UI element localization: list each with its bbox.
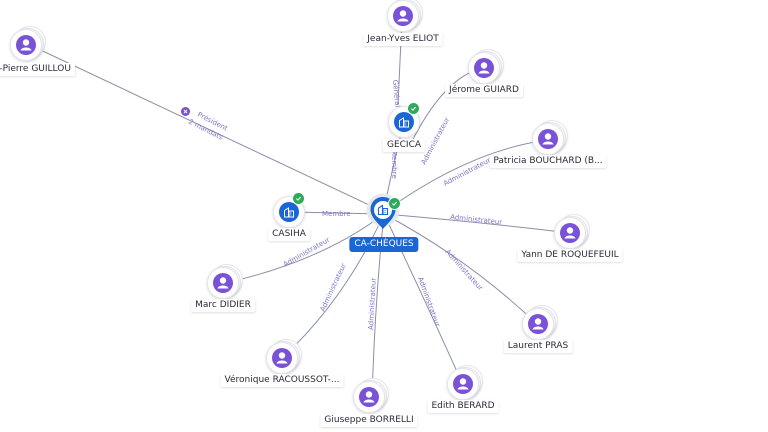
edge-label-admin-laurent: Administrateur xyxy=(444,248,485,292)
edge-label-admin-veronique: Administrateur xyxy=(319,262,348,313)
person-icon xyxy=(387,0,419,32)
edge-label-general: Général xyxy=(391,79,401,107)
building-icon xyxy=(399,117,409,128)
edge-edith xyxy=(383,213,464,386)
node-label: CASIHA xyxy=(268,228,310,241)
close-icon[interactable] xyxy=(181,107,190,116)
edge-laurent xyxy=(383,213,539,326)
node-label: Marc DIDIER xyxy=(191,299,255,312)
edge-marc xyxy=(224,213,385,284)
edge-label-admin-giuseppe: Administrateur xyxy=(367,277,378,330)
node-label: Véronique RACOUSSOT-... xyxy=(220,374,344,387)
edge-label-admin-yann: Administrateur xyxy=(450,213,503,226)
node-label: Jérome GUIARD xyxy=(445,84,523,97)
person-icon xyxy=(207,267,239,299)
node-label: GECICA xyxy=(382,139,426,152)
person-icon xyxy=(353,381,385,413)
edge-yann xyxy=(383,213,571,234)
person-icon xyxy=(10,29,42,61)
node-label: Giuseppe BORRELLI xyxy=(320,414,418,427)
node-label: Edith BERARD xyxy=(427,400,499,413)
person-icon xyxy=(468,52,500,84)
verified-check-icon xyxy=(292,192,305,205)
center-node-label[interactable]: CA-CHÈQUES xyxy=(349,237,419,252)
node-label: ...n-Pierre GUILLOU xyxy=(0,63,75,76)
person-icon xyxy=(554,217,586,249)
person-icon xyxy=(532,123,564,155)
verified-check-icon xyxy=(407,102,420,115)
edge-label-admin-edith: Administrateur xyxy=(416,276,441,328)
person-icon xyxy=(447,368,479,400)
node-label: Jean-Yves ELIOT xyxy=(363,33,443,46)
verified-check-icon xyxy=(388,197,401,210)
person-icon xyxy=(266,342,298,374)
edge-jean-yves xyxy=(397,17,403,106)
building-icon xyxy=(377,204,389,216)
edge-label-membre-casiha: Membre xyxy=(322,210,351,218)
node-label: Patricia BOUCHARD (B... xyxy=(489,155,607,168)
center-node-pin[interactable] xyxy=(366,193,401,237)
person-icon xyxy=(522,308,554,340)
node-label: Laurent PRAS xyxy=(503,340,573,353)
edge-patricia xyxy=(383,139,549,213)
building-icon xyxy=(284,207,294,218)
node-label: Yann DE ROQUEFEUIL xyxy=(517,249,623,262)
edge-label-membre-gecica: Membre xyxy=(390,150,398,179)
edge-giuseppe xyxy=(371,213,385,399)
